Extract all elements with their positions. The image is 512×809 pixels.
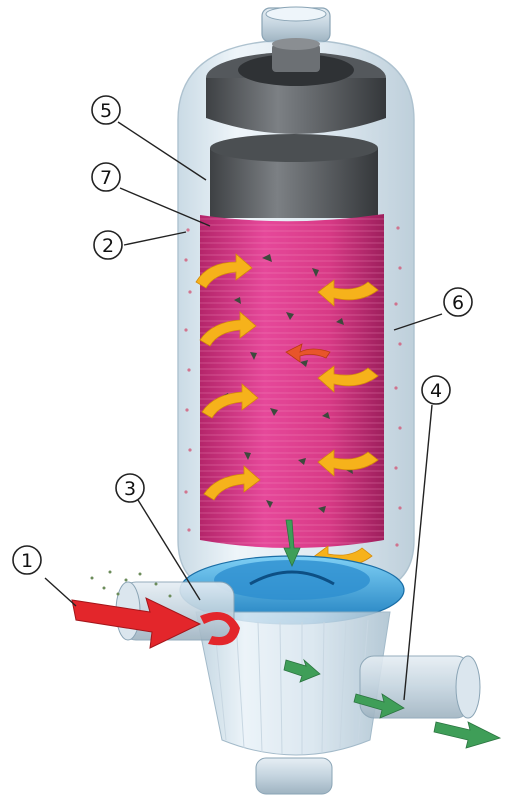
callout-3: 3 — [116, 474, 144, 502]
core-cylinder — [210, 134, 378, 218]
callout-2: 2 — [94, 231, 122, 259]
callout-4: 4 — [422, 376, 450, 404]
callout-5: 5 — [92, 96, 120, 124]
callout-6-label: 6 — [452, 292, 464, 314]
callout-7-label: 7 — [100, 167, 112, 189]
top-nozzle — [262, 7, 330, 42]
callout-6: 6 — [444, 288, 472, 316]
callout-5-label: 5 — [100, 100, 112, 122]
callout-1-label: 1 — [21, 550, 33, 572]
callout-3-label: 3 — [124, 478, 136, 500]
callout-1: 1 — [13, 546, 41, 574]
callout-7: 7 — [92, 163, 120, 191]
callout-2-label: 2 — [102, 235, 114, 257]
callout-4-label: 4 — [430, 380, 442, 402]
